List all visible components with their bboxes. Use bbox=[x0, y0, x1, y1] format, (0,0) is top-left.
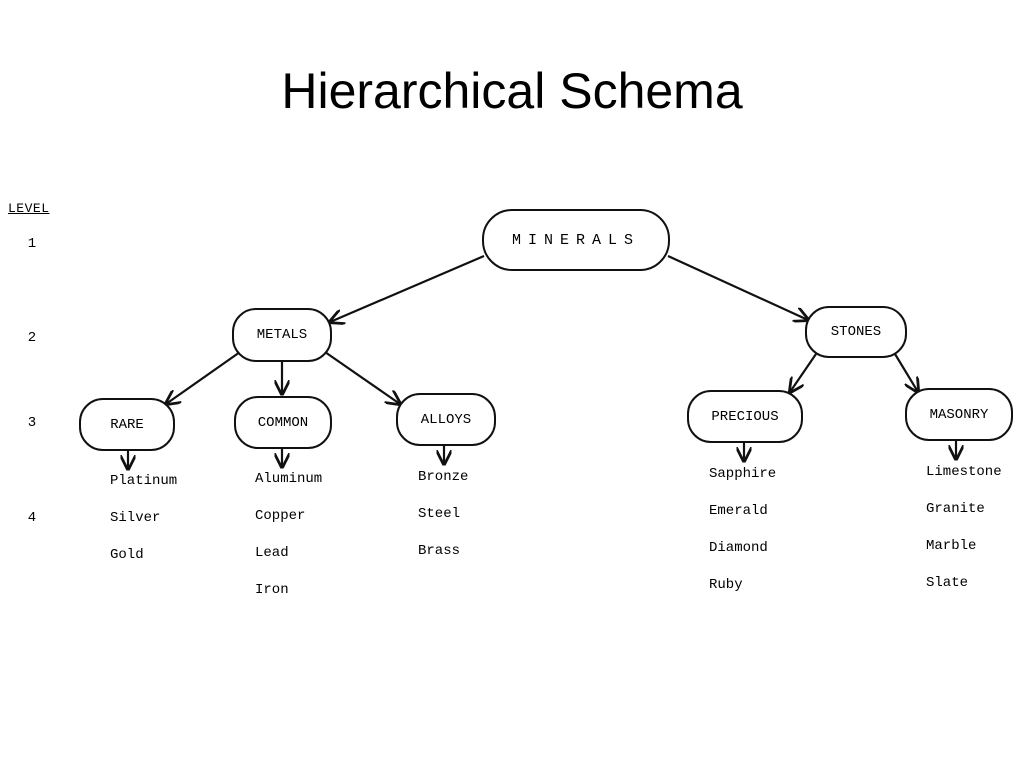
leaf-item: Limestone bbox=[926, 464, 1002, 480]
leaf-item: Iron bbox=[255, 582, 289, 598]
page-title: Hierarchical Schema bbox=[281, 63, 743, 119]
level-3-label: 3 bbox=[27, 415, 37, 431]
node-common: COMMON bbox=[234, 396, 332, 449]
node-precious: PRECIOUS bbox=[687, 390, 803, 443]
leaves-common: Aluminum Copper Lead Iron bbox=[255, 469, 322, 617]
leaf-item: Slate bbox=[926, 575, 969, 591]
edge-stones-masonry bbox=[894, 353, 918, 392]
edge-metals-rare bbox=[166, 351, 241, 404]
leaf-item: Brass bbox=[418, 543, 461, 559]
edge-stones-precious bbox=[790, 353, 817, 392]
node-alloys: ALLOYS bbox=[396, 393, 496, 446]
leaf-item: Bronze bbox=[418, 469, 469, 485]
edge-metals-alloys bbox=[324, 351, 400, 404]
leaf-item: Lead bbox=[255, 545, 289, 561]
leaf-item: Diamond bbox=[709, 540, 768, 556]
level-header: LEVEL bbox=[8, 201, 50, 216]
leaf-item: Copper bbox=[255, 508, 306, 524]
leaf-item: Granite bbox=[926, 501, 985, 517]
leaf-item: Marble bbox=[926, 538, 977, 554]
leaf-item: Steel bbox=[418, 506, 461, 522]
leaf-item: Gold bbox=[110, 547, 144, 563]
leaves-precious: Sapphire Emerald Diamond Ruby bbox=[709, 464, 776, 612]
node-minerals: MINERALS bbox=[482, 209, 670, 271]
level-2-label: 2 bbox=[27, 330, 37, 346]
edge-minerals-metals bbox=[330, 254, 485, 322]
leaf-item: Silver bbox=[110, 510, 161, 526]
leaves-alloys: Bronze Steel Brass bbox=[418, 467, 468, 578]
edge-minerals-stones bbox=[667, 254, 808, 320]
level-4-label: 4 bbox=[27, 510, 37, 526]
leaf-item: Sapphire bbox=[709, 466, 777, 482]
leaves-rare: Platinum Silver Gold bbox=[110, 471, 177, 582]
node-stones: STONES bbox=[805, 306, 907, 358]
leaf-item: Platinum bbox=[110, 473, 178, 489]
node-metals: METALS bbox=[232, 308, 332, 362]
leaf-item: Ruby bbox=[709, 577, 743, 593]
leaf-item: Emerald bbox=[709, 503, 768, 519]
leaf-item: Aluminum bbox=[255, 471, 323, 487]
level-1-label: 1 bbox=[27, 236, 37, 252]
node-rare: RARE bbox=[79, 398, 175, 451]
leaves-masonry: Limestone Granite Marble Slate bbox=[926, 462, 1002, 610]
node-masonry: MASONRY bbox=[905, 388, 1013, 441]
